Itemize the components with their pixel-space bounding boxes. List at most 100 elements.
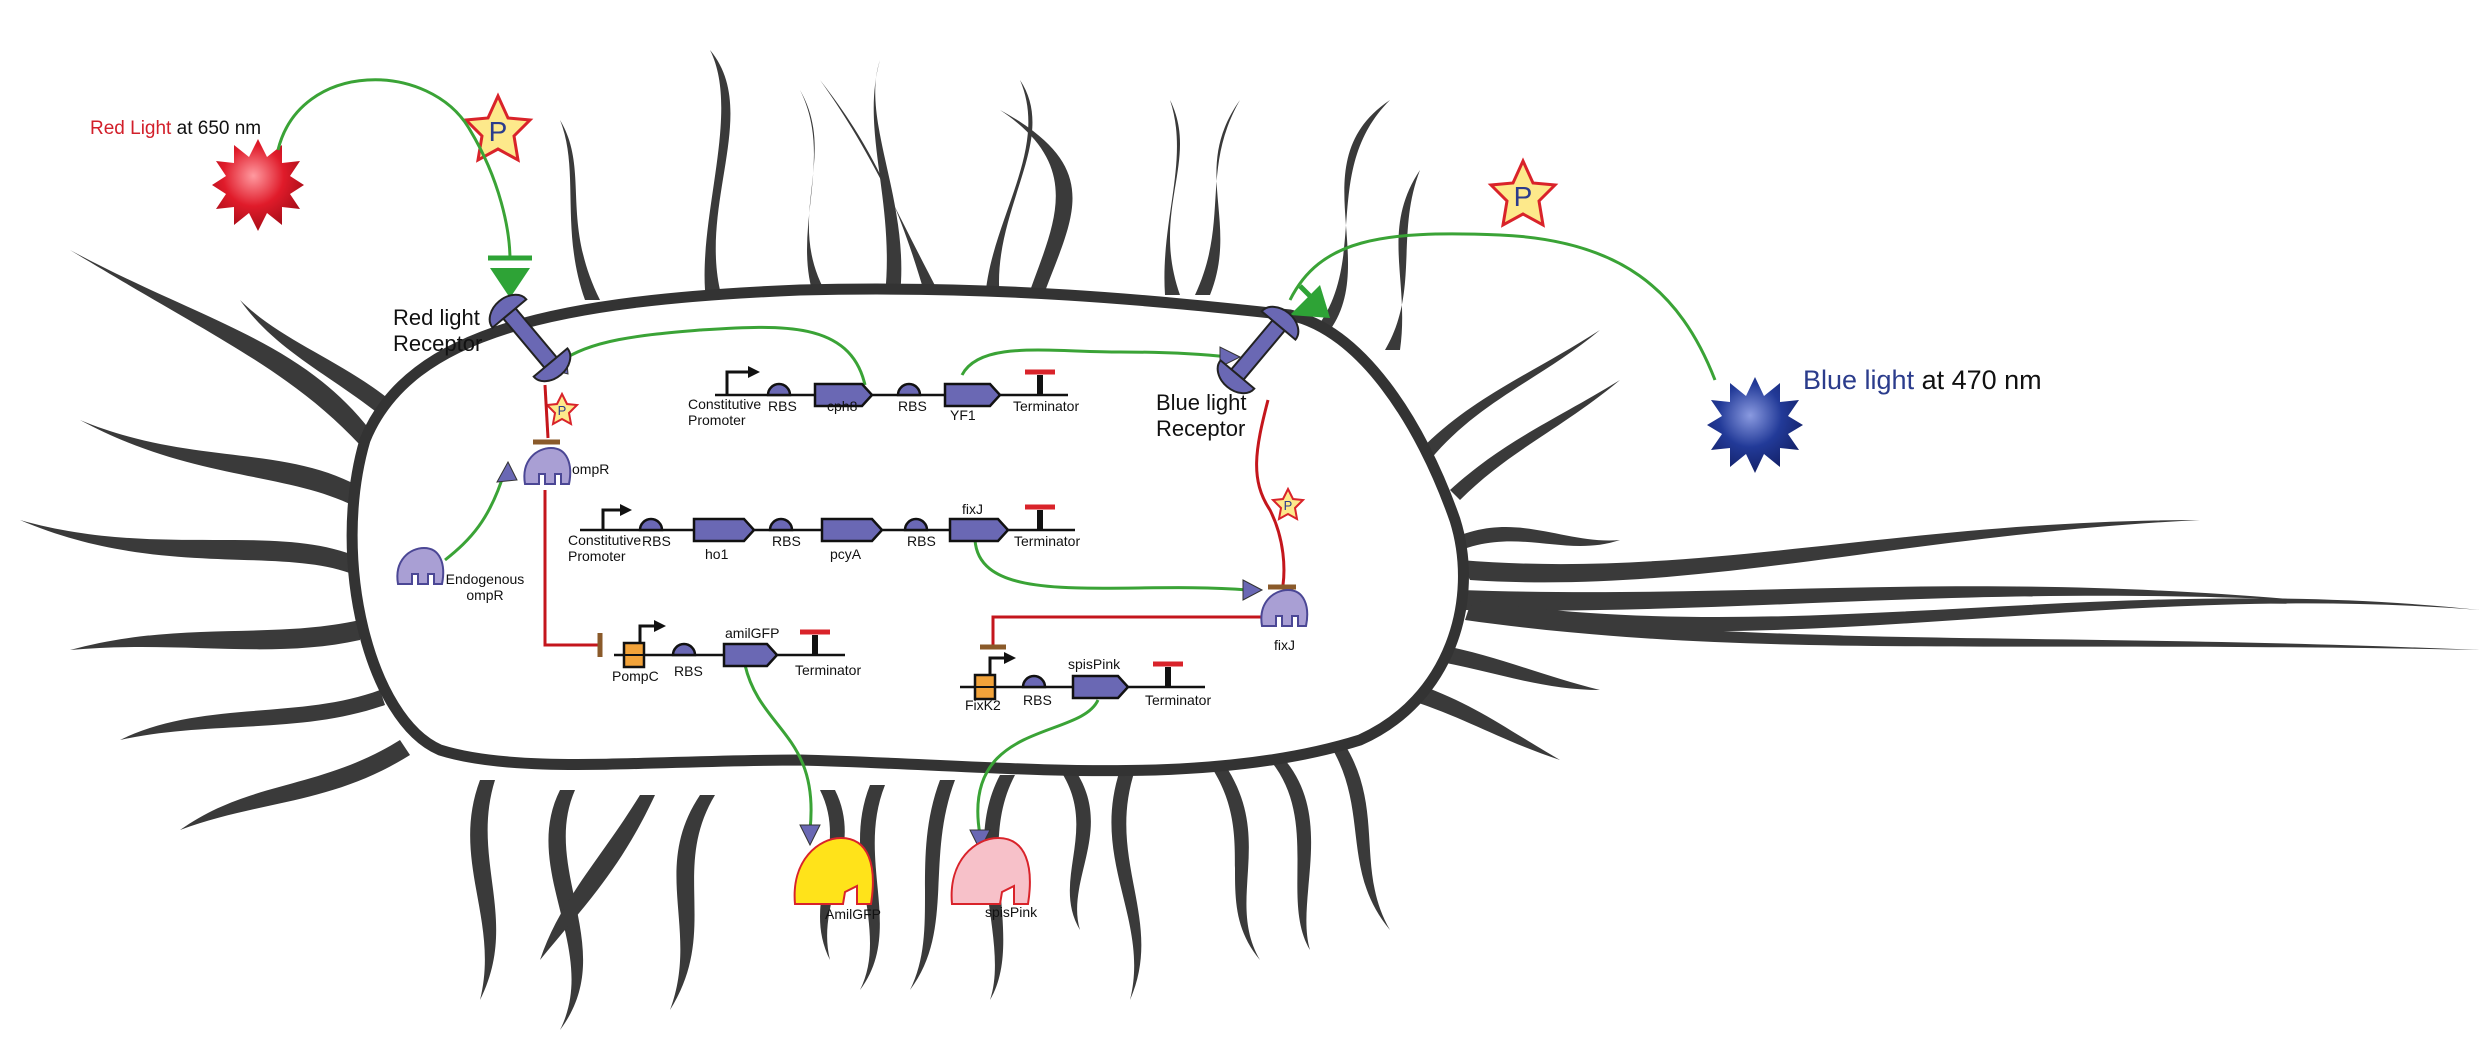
- blue-receptor-label: Blue light Receptor: [1156, 390, 1247, 441]
- rbs-icon: [1021, 674, 1047, 689]
- ompr-label: ompR: [572, 461, 610, 477]
- amilgfp-output-label: AmilGFP: [825, 906, 881, 922]
- rbs-label: RBS: [772, 533, 801, 549]
- rbs-label: RBS: [898, 398, 927, 414]
- rbs-icon: [766, 382, 792, 397]
- spispink-circuit: [960, 652, 1205, 701]
- red-light-source: [212, 139, 304, 231]
- terminator-label: Terminator: [1013, 398, 1080, 414]
- rbs-icon: [896, 382, 922, 397]
- phosphate-star-blue: P: [1487, 157, 1559, 228]
- repression-bars: [533, 439, 1296, 657]
- pompc-label: PompC: [612, 668, 659, 684]
- ompr-protein: [523, 446, 572, 485]
- spispink-gene-label: spisPink: [1068, 656, 1121, 672]
- rbs-label: RBS: [674, 663, 703, 679]
- blue-light-source: [1707, 377, 1803, 473]
- pcya-gene-arrow: [820, 517, 884, 543]
- red-light-to-receptor-arrow: [276, 78, 512, 261]
- ho1-gene-label: ho1: [705, 546, 729, 562]
- red-light-receptor: [488, 293, 572, 383]
- ho1-circuit: [580, 504, 1075, 543]
- amilgfp-gene-label: amilGFP: [725, 625, 780, 641]
- red-light-label: Red Light at 650 nm: [90, 118, 261, 140]
- cph8-gene-label: cph8: [827, 398, 858, 414]
- spispink-gene-arrow: [1071, 674, 1130, 700]
- yf1-to-blue-receptor-arrow: [960, 348, 1229, 376]
- blue-light-receptor: [1216, 305, 1300, 395]
- rbs-label: RBS: [907, 533, 936, 549]
- fixj-protein-label: fixJ: [1274, 637, 1295, 653]
- flagella-group: [20, 50, 2480, 1030]
- terminator-label: Terminator: [795, 662, 862, 678]
- arrowhead-ompr: [496, 460, 518, 483]
- promoter-arrow-icon: [638, 624, 656, 643]
- activation-arrows: [276, 78, 1717, 836]
- cph8-promoter-label: Constitutive Promoter: [688, 396, 762, 428]
- spispink-output-label: spisPink: [985, 904, 1038, 920]
- promoter-arrow-icon: [988, 656, 1006, 675]
- red-receptor-to-ompr-line: [543, 384, 550, 439]
- blue-light-word: Blue light: [1803, 365, 1915, 395]
- phosphate-label: P: [1284, 498, 1293, 513]
- blue-light-to-receptor-arrow: [1288, 232, 1717, 381]
- fixj-gene-to-fixj-protein-arrow: [973, 539, 1249, 592]
- blue-light-arrow-bar: [1298, 284, 1324, 310]
- rbs-icon: [903, 517, 929, 532]
- terminator-label: Terminator: [1014, 533, 1081, 549]
- blue-light-label: Blue light at 470 nm: [1803, 364, 2042, 396]
- blue-light-arrowhead: [1290, 285, 1330, 318]
- phosphate-icon: [1270, 486, 1306, 521]
- yf1-gene-arrow: [943, 382, 1002, 408]
- endogenous-ompr-label: Endogenous ompR: [445, 571, 525, 603]
- cph8-gene-arrow: [813, 382, 874, 408]
- phosphate-label: P: [489, 116, 508, 147]
- blue-receptor-to-fixj-line: [1255, 399, 1286, 586]
- cph8-circuit: [715, 366, 1068, 408]
- fixj-gene-arrow: [948, 517, 1010, 543]
- arrowhead-blue-receptor: [1219, 346, 1242, 368]
- pcya-gene-label: pcyA: [830, 546, 862, 562]
- phosphate-icon: [462, 92, 534, 163]
- phosphate-icon: [544, 391, 580, 426]
- phosphate-label: P: [558, 403, 567, 418]
- ho1-promoter-label: Constitutive Promoter: [568, 532, 642, 564]
- rbs-label: RBS: [1023, 692, 1052, 708]
- promoter-arrow-icon: [601, 508, 622, 530]
- phosphate-icon: [1487, 157, 1559, 228]
- phosphate-star-fixj: P: [1270, 486, 1306, 521]
- arrowhead-amilgfp: [799, 824, 821, 847]
- rbs-icon: [768, 517, 794, 532]
- promoter-arrow-icon: [725, 370, 750, 395]
- fixk2-label: FixK2: [965, 697, 1001, 713]
- arrowhead-fixj: [1242, 579, 1264, 601]
- red-receptor-label: Red light Receptor: [393, 305, 483, 356]
- rbs-icon: [638, 517, 664, 532]
- red-light-wavelength: at 650 nm: [171, 118, 262, 139]
- red-light-sun-icon: [212, 139, 304, 231]
- fixj-to-fixk2-repression: [991, 615, 1262, 645]
- phosphate-label: P: [1514, 181, 1533, 212]
- phosphate-star-red: P: [462, 92, 534, 163]
- cph8-to-red-receptor-arrow: [559, 325, 867, 386]
- endogenous-ompr-to-ompr-arrow: [444, 469, 507, 562]
- repression-lines: [543, 384, 1286, 647]
- amilgfp-gene-to-protein-arrow: [743, 664, 813, 831]
- fixj-protein: [1260, 588, 1309, 627]
- blue-light-wavelength: at 470 nm: [1914, 365, 2042, 395]
- amilgfp-gene-arrow: [722, 642, 779, 668]
- red-light-arrowhead: [490, 268, 530, 298]
- ho1-gene-arrow: [692, 517, 756, 543]
- phosphate-star-ompr: P: [544, 391, 580, 426]
- blue-light-sun-icon: [1707, 377, 1803, 473]
- amilgfp-protein: [793, 836, 874, 905]
- terminator-label: Terminator: [1145, 692, 1212, 708]
- yf1-gene-label: YF1: [950, 407, 976, 423]
- spispink-gene-to-protein-arrow: [976, 699, 1100, 836]
- fixj-gene-label: fixJ: [962, 501, 983, 517]
- amilgfp-circuit: [614, 620, 845, 669]
- endogenous-ompr-protein: [396, 546, 445, 585]
- rbs-label: RBS: [768, 398, 797, 414]
- spispink-protein: [950, 836, 1031, 905]
